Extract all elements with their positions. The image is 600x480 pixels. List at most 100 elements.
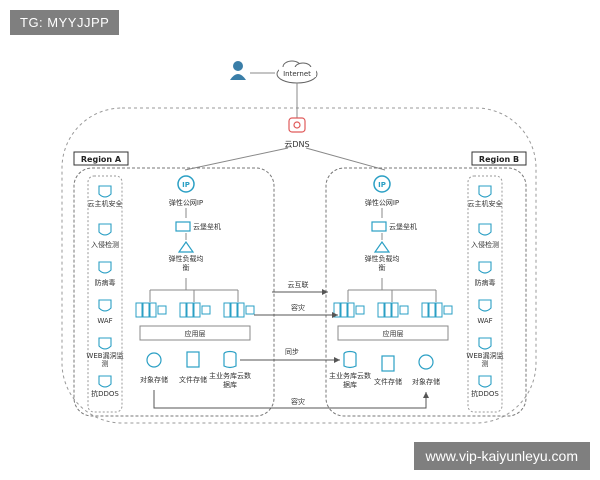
db-icon-a: [223, 350, 237, 369]
bottom-dr-link: [153, 390, 429, 409]
elastic-ip-icon: [177, 175, 195, 193]
dns-region-b-link: [305, 147, 386, 171]
vm-icon-a-0: [157, 305, 167, 315]
bastion-label-b: 云堡垒机: [389, 222, 417, 231]
bastion-label: 云堡垒机: [193, 222, 221, 231]
security-label-a-1: 入侵检测: [91, 240, 119, 249]
security-label-b-0: 云主机安全: [467, 200, 503, 208]
region-b-tag: [471, 151, 527, 166]
internet-label: Internet: [283, 70, 311, 78]
load-balancer-label-b: 弹性负载均衡: [364, 255, 400, 272]
server-icon-a-0-0: [135, 302, 143, 318]
file-storage-icon-b: [381, 355, 395, 372]
security-label-a-4: WEB漏洞监测: [86, 352, 124, 368]
vm-icon-b-2: [443, 305, 453, 315]
server-icon-a-1-0: [179, 302, 187, 318]
dns-region-a-link: [184, 147, 289, 171]
shield-icon-a-0: [98, 185, 112, 198]
elastic-ip-icon-b: [373, 175, 391, 193]
region-b-components: IP 弹性公网IP 云堡垒机 弹性负载均衡 应用层 主业务库云数据库 文件存储 …: [329, 175, 453, 389]
cloud-interconnect-label: 云互联: [288, 280, 309, 289]
file-storage-label-a: 文件存储: [179, 375, 207, 384]
security-label-a-2: 防病毒: [95, 278, 116, 287]
security-label-a-0: 云主机安全: [87, 200, 123, 208]
shield-icon-b-5: [478, 375, 492, 388]
server-icon-a-0-2: [149, 302, 157, 318]
shield-icon-b-0: [478, 185, 492, 198]
shield-icon-a-4: [98, 337, 112, 350]
ip-icon-label-b: IP: [378, 181, 386, 189]
dr-label: 容灾: [291, 303, 305, 312]
server-icon-b-1-0: [377, 302, 385, 318]
server-icon-a-0-1: [142, 302, 150, 318]
server-icon-a-2-2: [237, 302, 245, 318]
shield-icon-a-2: [98, 261, 112, 274]
shield-icon-a-1: [98, 223, 112, 236]
server-icon-a-2-0: [223, 302, 231, 318]
server-icon-b-2-2: [435, 302, 443, 318]
bottom-dr-label: 容灾: [291, 397, 305, 406]
server-icon-a-1-2: [193, 302, 201, 318]
server-icon-a-2-1: [230, 302, 238, 318]
server-icon-a-1-1: [186, 302, 194, 318]
tg-tag: TG: MYYJJPP: [10, 10, 120, 35]
watermark: www.vip-kaiyunleyu.com: [413, 442, 590, 470]
app-layer-bar-a: [139, 325, 251, 341]
shield-icon-b-4: [478, 337, 492, 350]
load-balancer-label: 弹性负载均衡: [168, 255, 204, 272]
region-b-label: Region B: [479, 155, 519, 164]
shield-icon-a-5: [98, 375, 112, 388]
security-label-b-3: WAF: [477, 317, 492, 325]
server-icon-b-0-2: [347, 302, 355, 318]
elastic-ip-label-b: 弹性公网IP: [365, 198, 399, 207]
vm-icon-b-1: [399, 305, 409, 315]
dns-label: 云DNS: [284, 140, 309, 149]
shield-icon-b-1: [478, 223, 492, 236]
server-icon-b-2-1: [428, 302, 436, 318]
vm-icon-a-1: [201, 305, 211, 315]
load-balancer-icon-b: [373, 240, 391, 253]
load-balancer-icon: [177, 240, 195, 253]
server-icon-b-2-0: [421, 302, 429, 318]
object-storage-label-b: 对象存储: [412, 377, 440, 386]
ip-icon-label: IP: [182, 181, 190, 189]
user-icon: [230, 61, 246, 80]
elastic-ip-label: 弹性公网IP: [169, 198, 203, 207]
primary-db-label-a: 主业务库云数据库: [209, 372, 251, 389]
vm-icon-a-2: [245, 305, 255, 315]
security-label-b-2: 防病毒: [475, 278, 496, 287]
app-layer-label-b: 应用层: [383, 329, 404, 338]
bastion-icon: [175, 221, 191, 232]
region-a-tag: [73, 151, 129, 166]
shield-icon-b-2: [478, 261, 492, 274]
server-icon-b-1-1: [384, 302, 392, 318]
object-storage-icon-b: [418, 354, 434, 370]
internet-cloud-icon: [276, 60, 318, 84]
region-a-box: [73, 167, 275, 417]
object-storage-icon-a: [146, 352, 162, 368]
dns-icon: [288, 117, 306, 133]
db-icon-b: [343, 350, 357, 369]
security-label-a-5: 抗DDOS: [91, 390, 119, 398]
security-label-b-5: 抗DDOS: [471, 390, 499, 398]
file-storage-label-b: 文件存储: [374, 377, 402, 386]
sync-label: 同步: [285, 348, 299, 356]
region-a-label: Region A: [81, 155, 122, 164]
server-icon-b-0-1: [340, 302, 348, 318]
security-label-a-3: WAF: [97, 317, 112, 325]
file-storage-icon-a: [186, 351, 200, 368]
shield-icon-a-3: [98, 299, 112, 312]
vm-icon-b-0: [355, 305, 365, 315]
bastion-icon-b: [371, 221, 387, 232]
object-storage-label-a: 对象存储: [140, 375, 168, 384]
app-layer-label-a: 应用层: [185, 329, 206, 338]
outer-boundary: [61, 107, 537, 424]
security-label-b-1: 入侵检测: [471, 240, 499, 249]
shield-icon-b-3: [478, 299, 492, 312]
security-label-b-4: WEB漏洞监测: [466, 352, 504, 368]
server-icon-b-1-2: [391, 302, 399, 318]
region-a-components: IP 弹性公网IP 云堡垒机 弹性负载均衡 应用层 对象存储 文件存储 主业务库…: [135, 175, 255, 389]
